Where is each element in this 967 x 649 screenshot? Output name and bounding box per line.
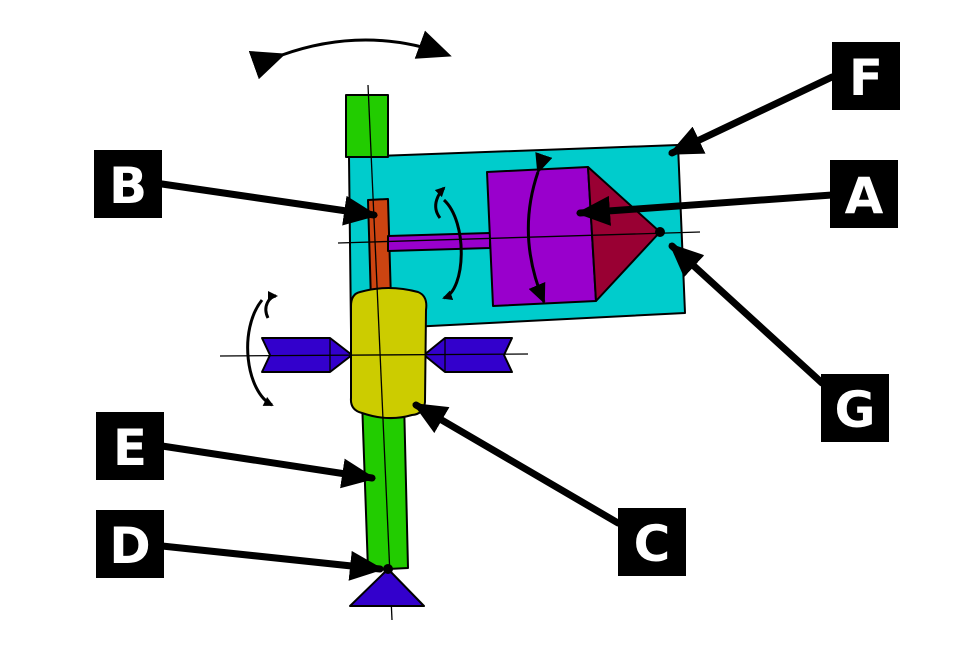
pivot-point: [655, 227, 665, 237]
vertical-shaft-top: [345, 94, 389, 158]
vertical-axis-line: [367, 84, 393, 621]
label-c: C: [618, 508, 686, 576]
pointer-g: [668, 242, 826, 387]
label-d: D: [96, 510, 164, 578]
pointer-a: [576, 191, 836, 226]
label-e: E: [96, 412, 164, 480]
pointer-b: [158, 180, 378, 226]
pointer-c: [412, 401, 622, 527]
horizontal-axle: [387, 232, 491, 252]
frame-axis-line: [337, 231, 701, 244]
label-g: G: [821, 374, 889, 442]
pointer-e: [158, 442, 376, 489]
svg-text:F: F: [849, 49, 883, 107]
svg-text:E: E: [113, 419, 147, 477]
hub-axis-line: [219, 353, 529, 357]
pointer-d: [158, 542, 384, 581]
svg-text:G: G: [834, 381, 875, 439]
rotor-tilt-arrow: [526, 152, 553, 304]
label-a: A: [830, 160, 898, 228]
label-f: F: [832, 42, 900, 110]
svg-text:C: C: [634, 515, 671, 573]
hub-rotation-arrow-tail: [264, 291, 278, 319]
label-b: B: [94, 150, 162, 218]
gimbal-hub: [349, 287, 428, 419]
axle-rotation-arrow-tail: [434, 186, 446, 219]
vertical-shaft-lower: [361, 399, 409, 571]
svg-text:A: A: [845, 167, 884, 225]
pointer-f: [668, 73, 836, 157]
base-support: [349, 568, 425, 607]
axle-rotation-arrow: [442, 198, 463, 300]
svg-text:D: D: [109, 517, 151, 575]
base-pivot-point: [383, 564, 393, 574]
hub-rotation-arrow: [246, 299, 274, 407]
top-rotation-arrow: [248, 30, 452, 80]
svg-text:B: B: [109, 157, 147, 215]
